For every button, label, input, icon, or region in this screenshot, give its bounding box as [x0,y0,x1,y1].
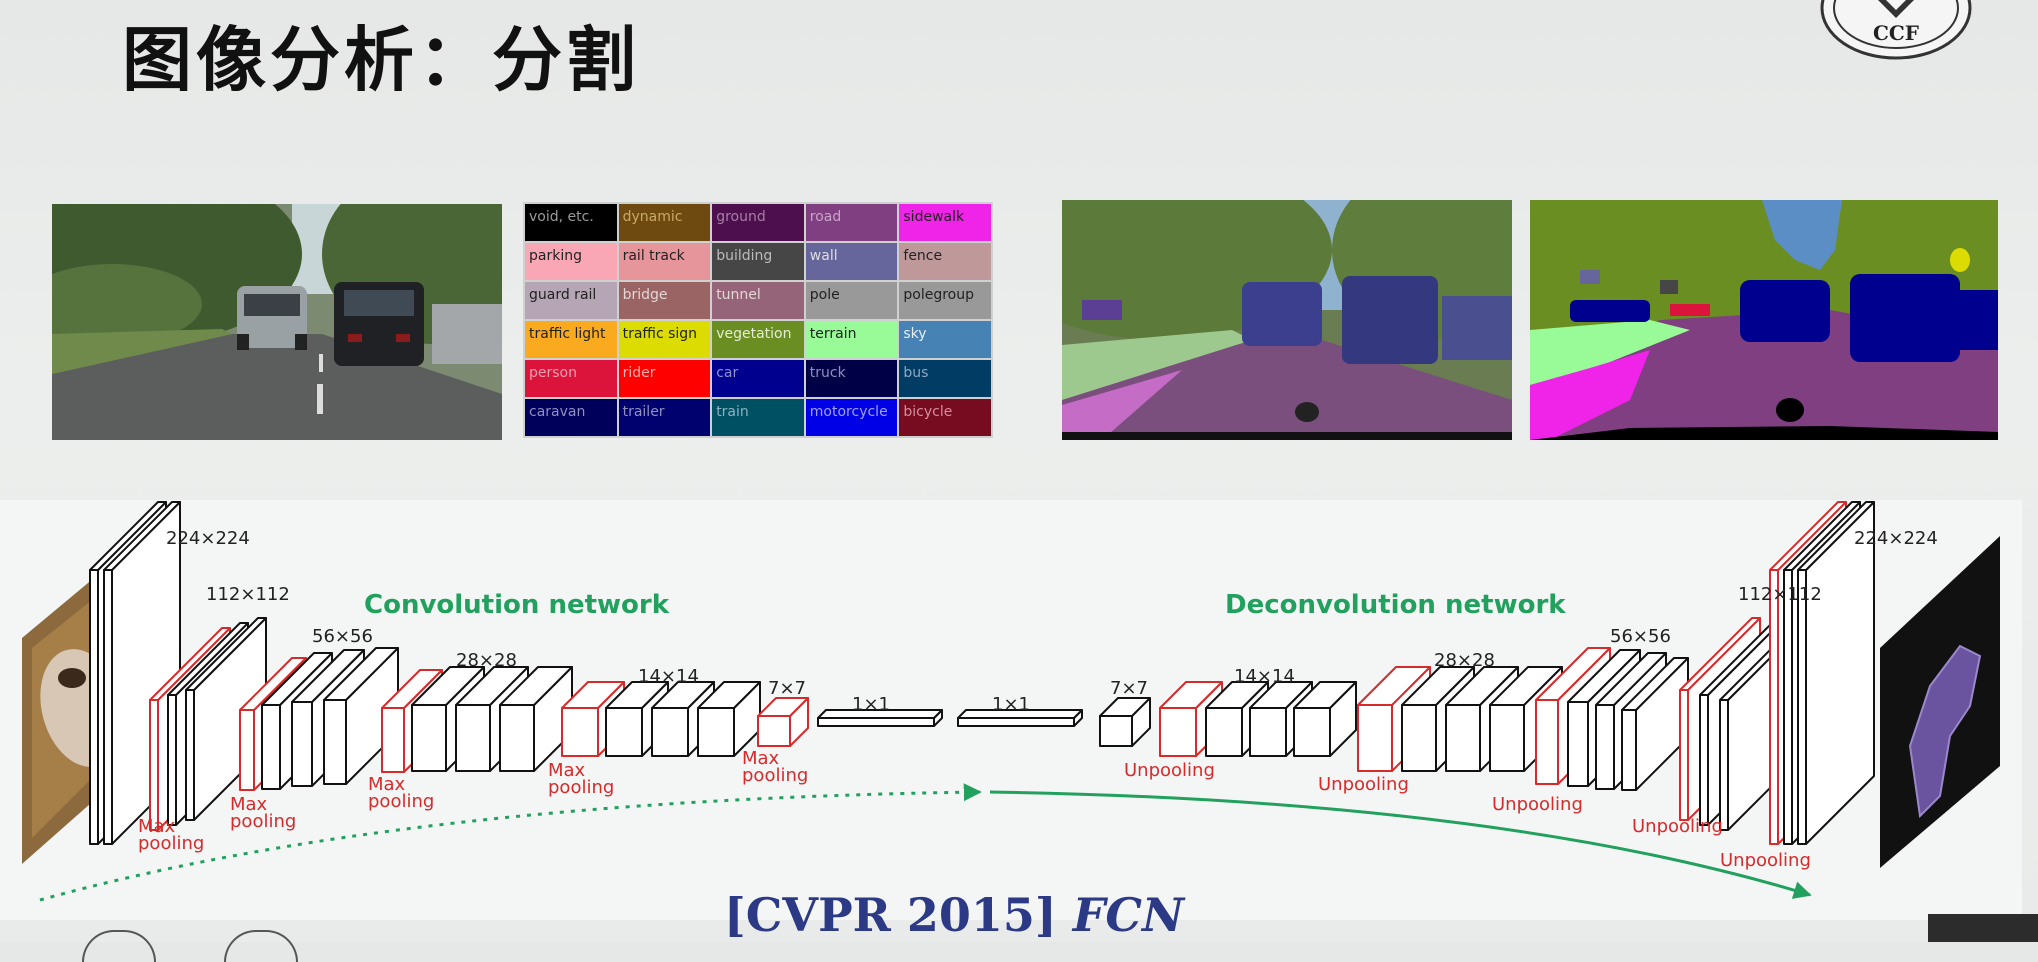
dim-label: 56×56 [1610,626,1671,647]
legend-cell: polegroup [899,282,991,319]
legend-cell: bus [899,360,991,397]
segmentation-overlay-image [1062,200,1512,440]
legend-cell: rider [618,360,711,397]
legend-cell: person [525,360,617,397]
dog-input-image [22,538,142,864]
legend-cell: road [805,204,898,241]
dim-label: 28×28 [1434,650,1495,671]
dim-label: 1×1 [852,694,890,715]
segmentation-mask-image [1530,200,1998,440]
legend-cell: pole [805,282,898,319]
video-overlay-corner [1928,914,2038,942]
output-segmentation-mask [1880,536,2000,868]
legend-cell: traffic light [525,321,617,358]
legend-cell: ground [712,204,804,241]
partner-logo [82,930,156,962]
unpooling-label: Unpooling [1124,760,1215,781]
dim-label: 1×1 [992,694,1030,715]
dim-label: 14×14 [1234,666,1295,687]
street-scene-photo [52,204,502,440]
dim-label: 112×112 [1738,584,1822,605]
unpooling-label: Unpooling [1492,794,1583,815]
dim-label: 7×7 [768,678,806,699]
unpooling-label: Unpooling [1318,774,1409,795]
legend-cell: motorcycle [805,399,898,436]
unpooling-label: Unpooling [1720,850,1811,871]
legend-cell: parking [525,243,617,280]
legend-cell: terrain [805,321,898,358]
unpooling-label: Unpooling [1632,816,1723,837]
dim-label: 28×28 [456,650,517,671]
citation-model: FCN [1072,888,1185,942]
legend-cell: guard rail [525,282,617,319]
legend-cell: bridge [618,282,711,319]
dim-label: 112×112 [206,584,290,605]
legend-cell: train [712,399,804,436]
dim-label: 14×14 [638,666,699,687]
partner-logo [224,930,298,962]
citation-venue: [CVPR 2015] [724,888,1057,942]
legend-cell: vegetation [712,321,804,358]
legend-cell: void, etc. [525,204,617,241]
legend-cell: sky [899,321,991,358]
ccf-logo-icon: CCF [1820,0,1972,60]
citation: [CVPR 2015] FCN [724,888,1184,942]
legend-cell: truck [805,360,898,397]
legend-cell: dynamic [618,204,711,241]
legend-cell: trailer [618,399,711,436]
legend-cell: bicycle [899,399,991,436]
convolution-network-title: Convolution network [364,590,670,620]
legend-cell: traffic sign [618,321,711,358]
legend-cell: car [712,360,804,397]
legend-cell: building [712,243,804,280]
legend-cell: wall [805,243,898,280]
legend-cell: tunnel [712,282,804,319]
legend-cell: rail track [618,243,711,280]
slide-title: 图像分析：分割 [122,19,640,101]
deconvolution-network-title: Deconvolution network [1225,590,1566,620]
dim-label: 7×7 [1110,678,1148,699]
svg-text:CCF: CCF [1873,21,1919,45]
legend-cell: sidewalk [899,204,991,241]
dim-label: 56×56 [312,626,373,647]
dim-label: 224×224 [1854,528,1938,549]
dim-label: 224×224 [166,528,250,549]
legend-cell: caravan [525,399,617,436]
legend-cell: fence [899,243,991,280]
